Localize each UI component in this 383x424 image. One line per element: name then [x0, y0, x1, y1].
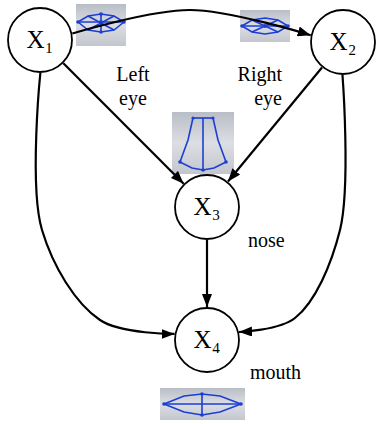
- variable-symbol: X₁: [7, 7, 73, 73]
- nose-thumbnail: [172, 112, 234, 174]
- node-outline: [311, 10, 375, 74]
- part-label: mouth: [250, 360, 330, 384]
- variable-symbol: X₃: [174, 174, 240, 240]
- variable-symbol: X₄: [174, 307, 240, 373]
- node-outline: [175, 175, 239, 239]
- variable-node: X₁Left eye: [7, 7, 73, 73]
- node-outline: [175, 308, 239, 372]
- part-label: Right eye: [230, 62, 282, 110]
- dependency-arrow: [239, 75, 346, 332]
- part-label: Left eye: [108, 62, 158, 110]
- dependency-arrow: [36, 73, 175, 334]
- variable-node: X₃nose: [174, 174, 240, 240]
- mouth-thumbnail: [160, 388, 245, 420]
- variable-symbol: X₂: [310, 9, 376, 75]
- dependency-arrow: [206, 240, 208, 307]
- variable-node: X₄mouth: [174, 307, 240, 373]
- dependency-arrow: [72, 10, 310, 35]
- variable-node: X₂Right eye: [310, 9, 376, 75]
- node-outline: [8, 8, 72, 72]
- part-label: nose: [248, 228, 318, 252]
